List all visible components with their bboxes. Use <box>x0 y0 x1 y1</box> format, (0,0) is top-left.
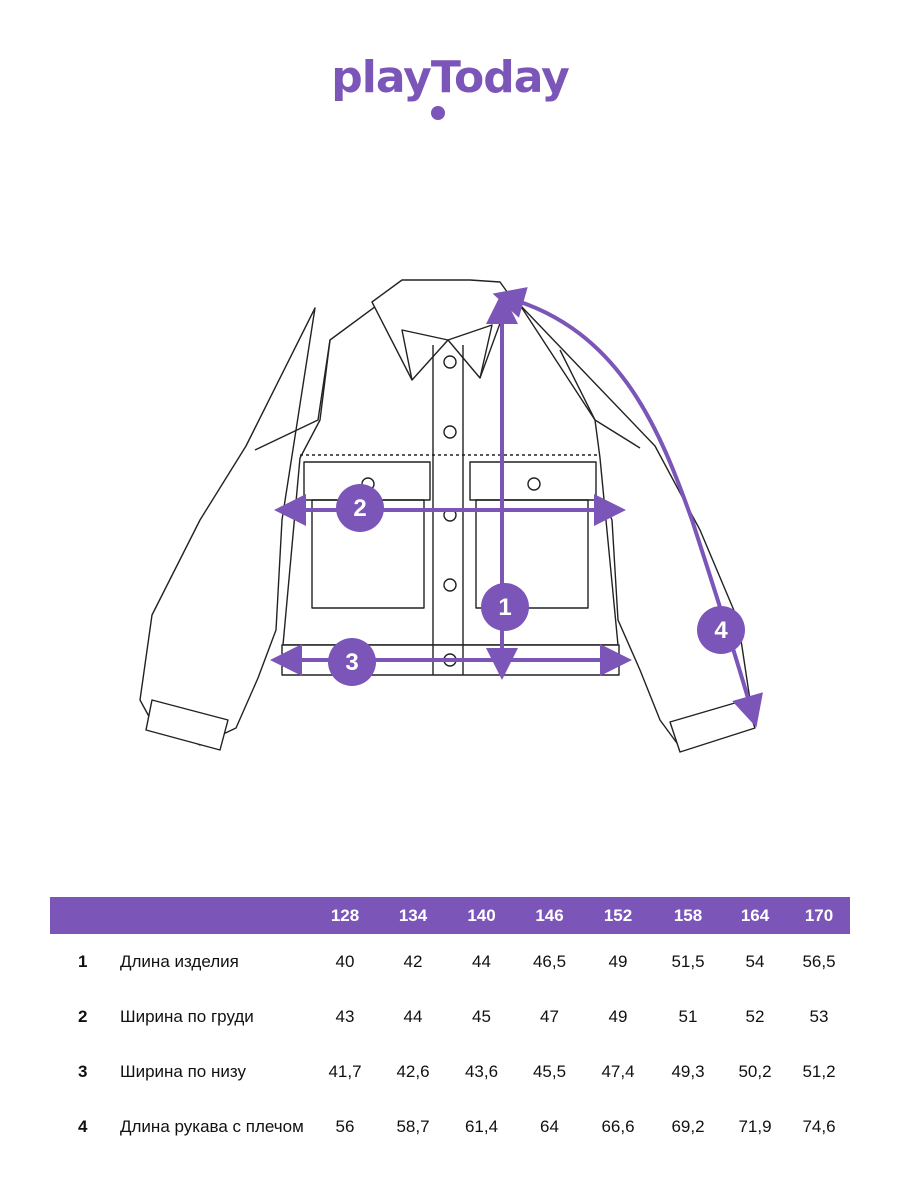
table-cell: 61,4 <box>464 1116 499 1136</box>
table-row: 3 Ширина по низу 41,7 42,6 43,6 45,5 47,… <box>50 1044 850 1099</box>
table-cell: 47,4 <box>601 1061 635 1081</box>
marker-2: 2 <box>336 484 384 532</box>
table-cell: 69,2 <box>671 1116 705 1136</box>
table-cell: 54 <box>745 951 765 971</box>
size-header: 128 <box>310 897 380 934</box>
brand-logo: playToday <box>331 52 570 103</box>
sleeve-arrow <box>492 287 763 728</box>
table-cell: 53 <box>809 1006 829 1026</box>
table-cell: 42,6 <box>396 1061 430 1081</box>
jacket-outline <box>139 279 756 753</box>
size-chart-table: 128 134 140 146 152 158 164 170 1 Длина … <box>50 897 850 1154</box>
table-row: 1 Длина изделия 40 42 44 46,5 49 51,5 54… <box>50 934 850 989</box>
table-cell: 51 <box>678 1006 698 1026</box>
brand-logo-dot <box>431 106 445 120</box>
size-header: 164 <box>722 897 788 934</box>
table-cell: 44 <box>403 1006 423 1026</box>
svg-text:2: 2 <box>353 495 366 522</box>
table-cell: 58,7 <box>396 1116 430 1136</box>
table-cell: 43,6 <box>464 1061 499 1081</box>
svg-text:1: 1 <box>498 594 511 621</box>
marker-4: 4 <box>697 606 745 654</box>
svg-text:4: 4 <box>714 617 728 644</box>
size-header: 170 <box>788 897 850 934</box>
size-header: 134 <box>380 897 446 934</box>
size-header: 140 <box>446 897 517 934</box>
row-number: 2 <box>78 1006 88 1026</box>
table-cell: 41,7 <box>328 1061 362 1081</box>
table-cell: 47 <box>540 1006 559 1026</box>
table-cell: 40 <box>335 951 355 971</box>
table-cell: 56 <box>335 1116 355 1136</box>
table-cell: 49 <box>608 951 628 971</box>
row-label: Длина изделия <box>120 952 239 971</box>
row-label: Ширина по груди <box>120 1007 254 1026</box>
table-cell: 50,2 <box>738 1061 772 1081</box>
table-cell: 64 <box>540 1116 559 1136</box>
table-cell: 66,6 <box>601 1116 635 1136</box>
header-blank <box>50 897 120 934</box>
size-header: 146 <box>517 897 582 934</box>
svg-text:3: 3 <box>345 649 358 676</box>
table-cell: 51,5 <box>671 951 705 971</box>
table-cell: 43 <box>335 1006 355 1026</box>
size-header: 152 <box>582 897 654 934</box>
table-cell: 44 <box>472 951 491 971</box>
table-cell: 71,9 <box>738 1116 772 1136</box>
row-label: Ширина по низу <box>120 1062 246 1081</box>
row-number: 1 <box>78 951 88 971</box>
size-header: 158 <box>654 897 722 934</box>
measurement-markers: 1 2 3 4 <box>328 484 745 686</box>
marker-1: 1 <box>481 583 529 631</box>
table-cell: 49 <box>608 1006 628 1026</box>
table-cell: 56,5 <box>802 951 836 971</box>
table-row: 2 Ширина по груди 43 44 45 47 49 51 52 5… <box>50 989 850 1044</box>
table-cell: 49,3 <box>671 1061 705 1081</box>
table-cell: 74,6 <box>802 1116 836 1136</box>
row-number: 3 <box>78 1061 88 1081</box>
table-cell: 45,5 <box>532 1061 567 1081</box>
size-header-row: 128 134 140 146 152 158 164 170 <box>50 897 850 934</box>
jacket-measurement-diagram: 1 2 3 4 <box>139 279 763 753</box>
table-cell: 51,2 <box>802 1061 836 1081</box>
table-cell: 42 <box>403 951 423 971</box>
header-blank <box>120 897 310 934</box>
table-cell: 52 <box>745 1006 765 1026</box>
table-row: 4 Длина рукава с плечом 56 58,7 61,4 64 … <box>50 1099 850 1154</box>
row-label: Длина рукава с плечом <box>120 1117 304 1136</box>
marker-3: 3 <box>328 638 376 686</box>
table-cell: 46,5 <box>532 951 567 971</box>
table-cell: 45 <box>472 1006 491 1026</box>
row-number: 4 <box>78 1116 88 1136</box>
